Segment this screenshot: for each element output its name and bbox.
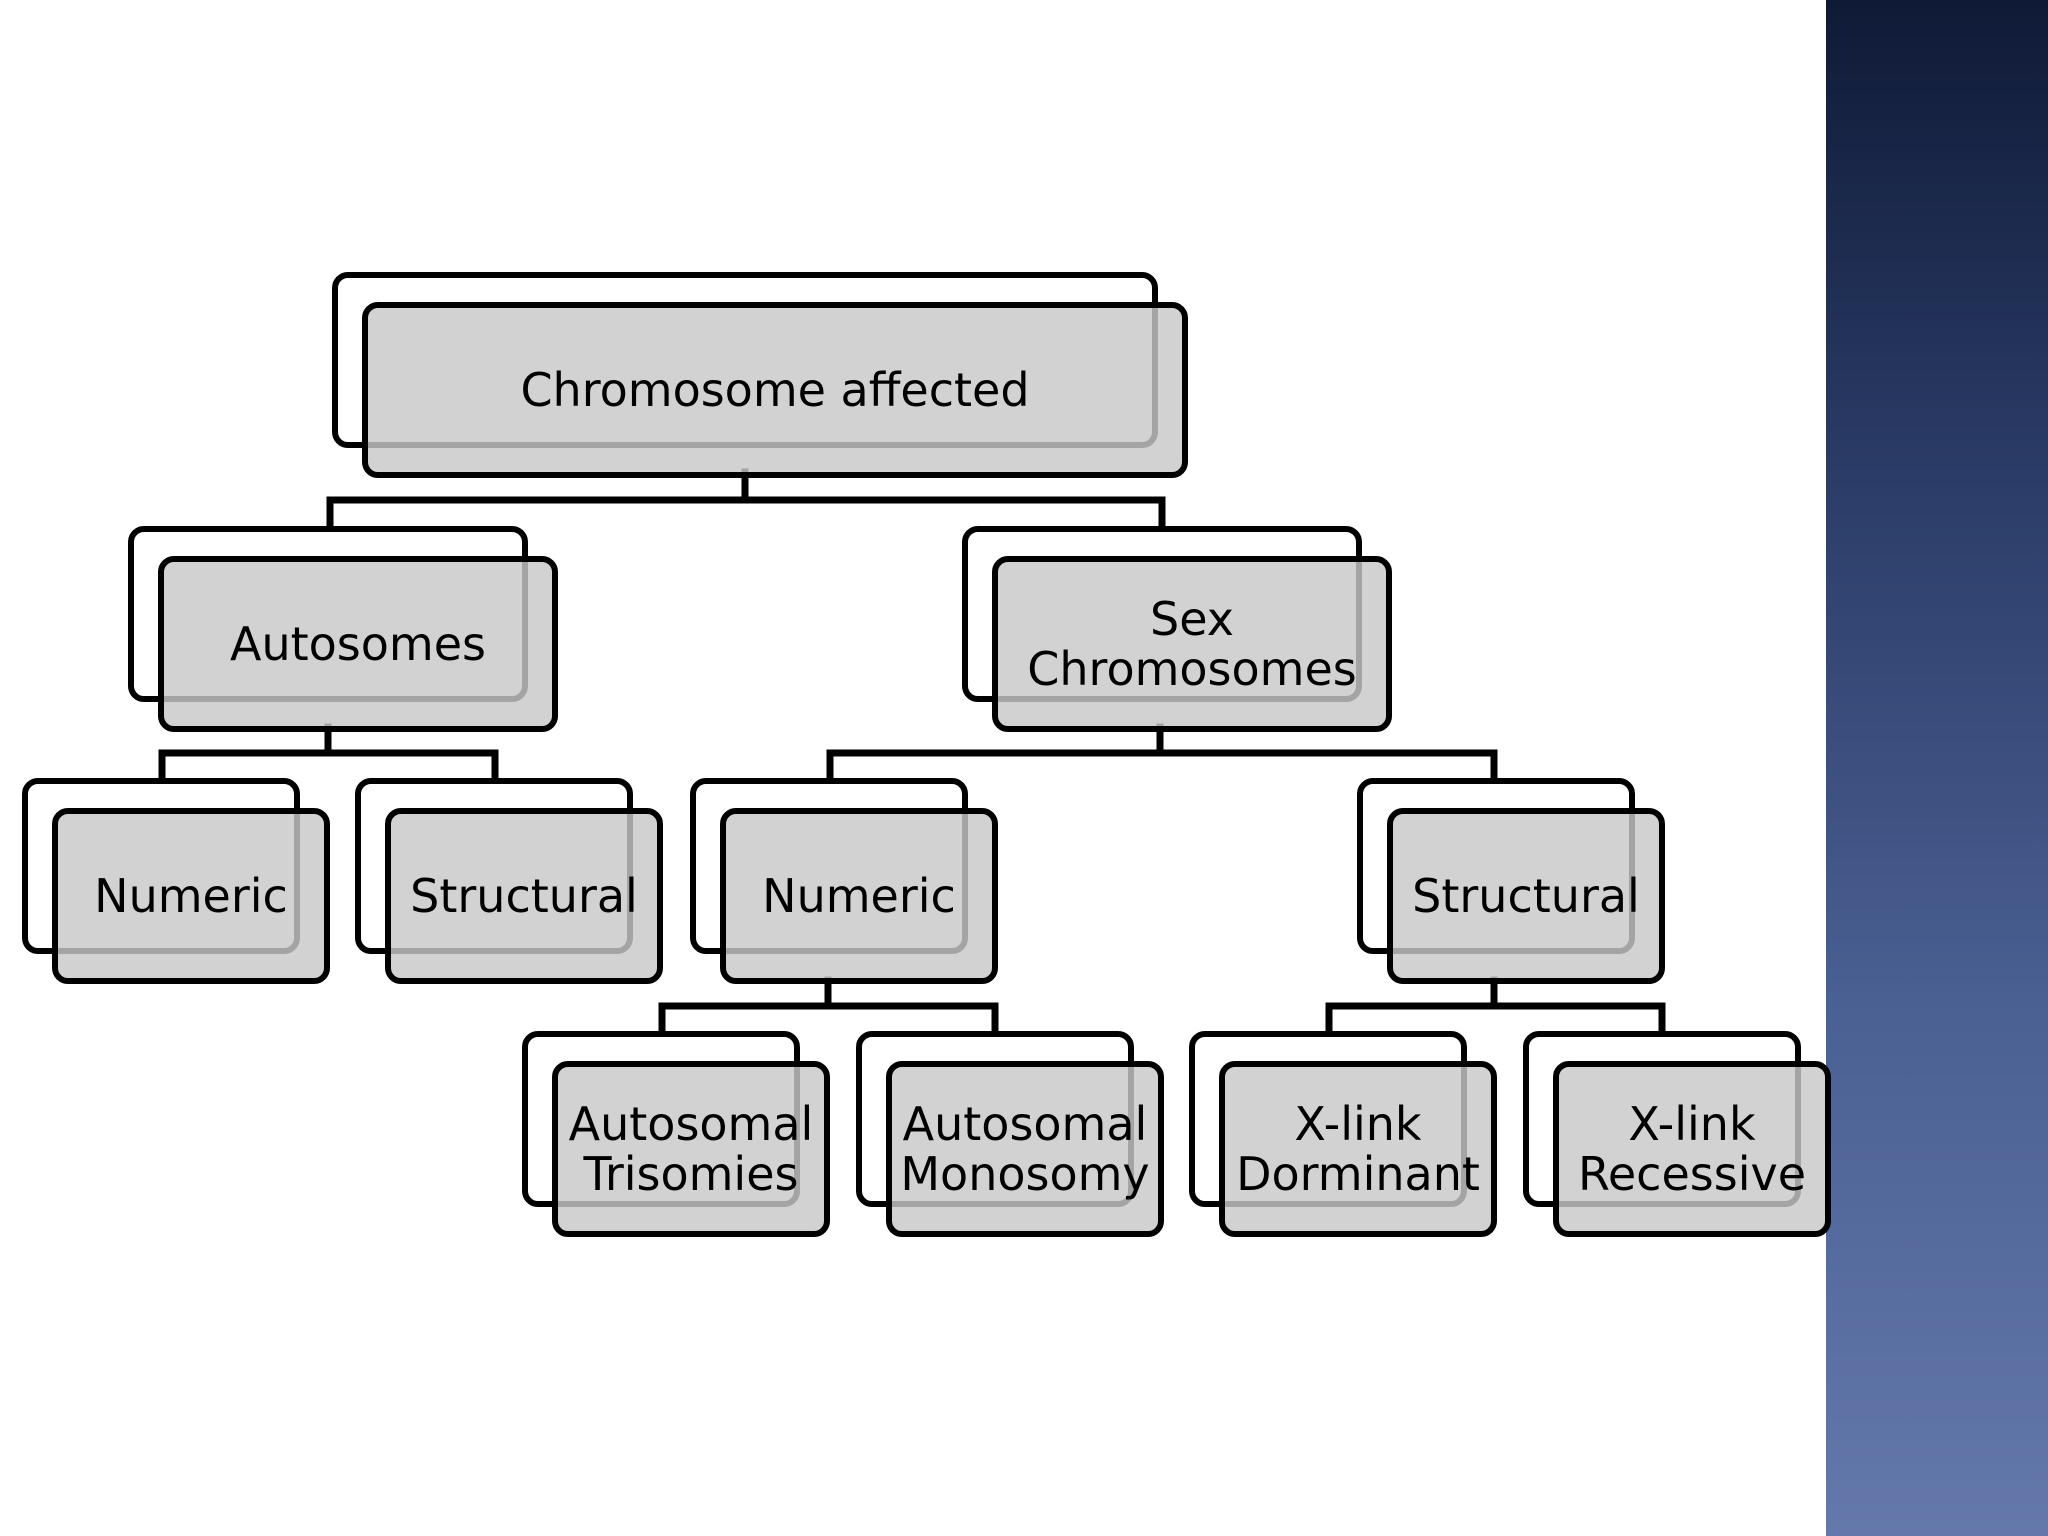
node-label: Chromosome affected	[520, 363, 1030, 417]
node-label: Numeric	[94, 869, 288, 923]
node-face: X-link Recessive	[1553, 1061, 1831, 1237]
node-label: Structural	[1412, 869, 1640, 923]
node-face: Numeric	[52, 808, 330, 984]
node-autosomal-monosomy: Autosomal Monosomy	[856, 1031, 1164, 1237]
node-face: Autosomal Monosomy	[886, 1061, 1164, 1237]
node-autosomes-structural: Structural	[355, 778, 663, 984]
node-label: Autosomal Trisomies	[568, 1097, 814, 1201]
node-x-link-recessive: X-link Recessive	[1523, 1031, 1831, 1237]
node-chromosome-affected: Chromosome affected	[332, 272, 1188, 478]
node-sex-structural: Structural	[1357, 778, 1665, 984]
node-face: Autosomal Trisomies	[552, 1061, 830, 1237]
connector-autosomes	[158, 723, 499, 782]
node-sex-numeric: Numeric	[690, 778, 998, 984]
node-autosomal-trisomies: Autosomal Trisomies	[522, 1031, 830, 1237]
node-label: X-link Recessive	[1577, 1097, 1807, 1201]
connector-sex-structural	[1325, 976, 1666, 1035]
connector-sex-numeric	[658, 976, 999, 1035]
node-face: X-link Dorminant	[1219, 1061, 1497, 1237]
node-autosomes: Autosomes	[128, 526, 558, 732]
node-face: Sex Chromosomes	[992, 556, 1392, 732]
node-sex-chromosomes: Sex Chromosomes	[962, 526, 1392, 732]
node-label: Autosomes	[230, 617, 486, 671]
node-label: Numeric	[762, 869, 956, 923]
decorative-side-band	[1826, 0, 2048, 1536]
node-x-link-dominant: X-link Dorminant	[1189, 1031, 1497, 1237]
node-label: Structural	[410, 869, 638, 923]
connector-root	[326, 468, 1166, 530]
node-label: Autosomal Monosomy	[900, 1097, 1150, 1201]
node-label: X-link Dorminant	[1236, 1097, 1480, 1201]
connector-sex-chromosomes	[826, 723, 1498, 782]
node-face: Structural	[1387, 808, 1665, 984]
node-autosomes-numeric: Numeric	[22, 778, 330, 984]
node-face: Autosomes	[158, 556, 558, 732]
node-face: Numeric	[720, 808, 998, 984]
node-face: Structural	[385, 808, 663, 984]
node-face: Chromosome affected	[362, 302, 1188, 478]
node-label: Sex Chromosomes	[1027, 592, 1357, 696]
